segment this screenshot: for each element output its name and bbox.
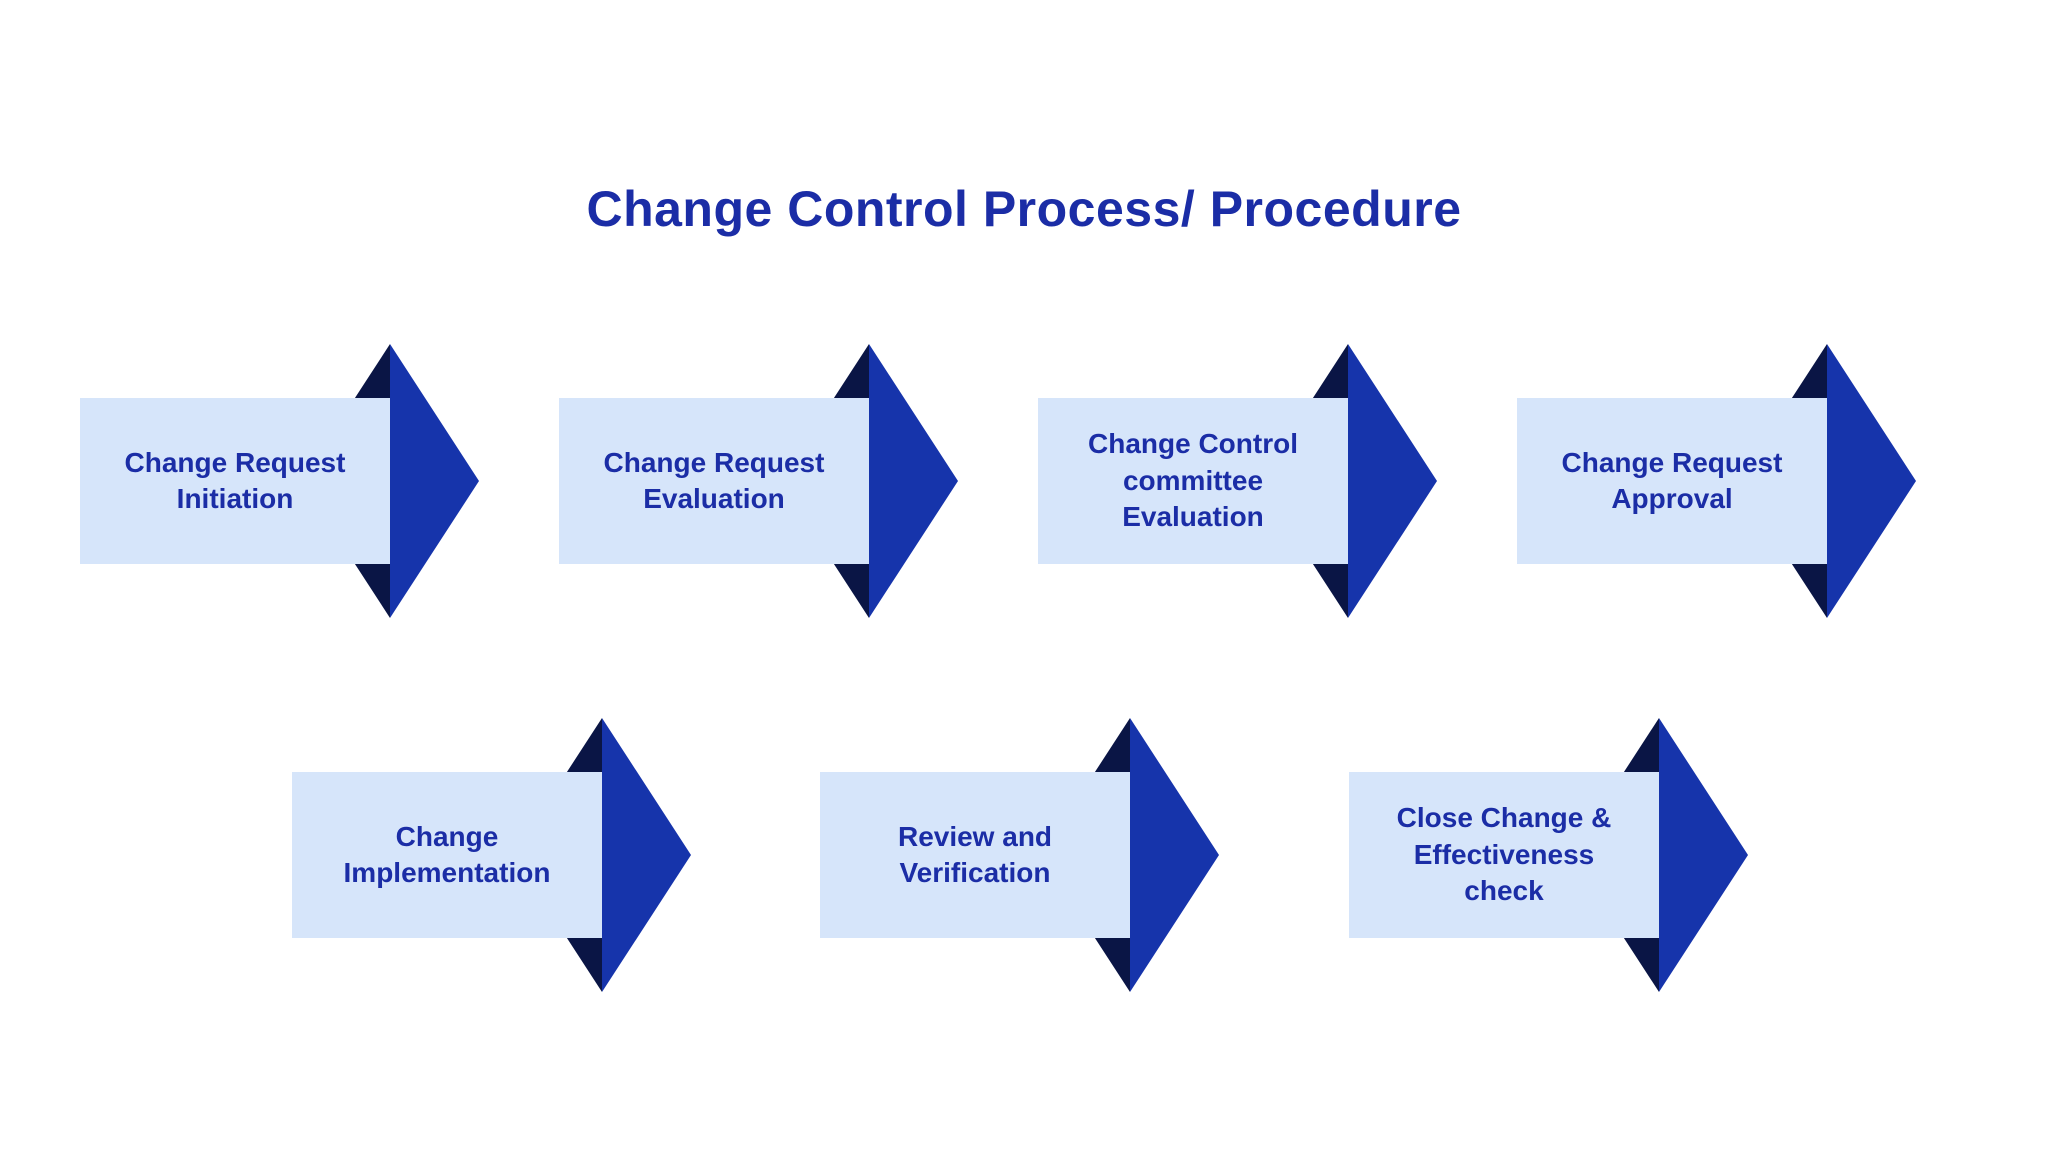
arrow-head-icon (1130, 718, 1219, 992)
arrow-head-icon (602, 718, 691, 992)
step-box: Change Request Evaluation (559, 398, 869, 564)
arrow-head-icon (869, 344, 958, 618)
step-box: Change Request Approval (1517, 398, 1827, 564)
step-label: Change Request Evaluation (603, 446, 825, 514)
process-step: Change Control committee Evaluation (1038, 344, 1437, 618)
step-label: Close Change & Effectiveness check (1396, 802, 1612, 907)
process-step: Change Request Initiation (80, 344, 479, 618)
step-box: Change Control committee Evaluation (1038, 398, 1348, 564)
step-label: Change Request Initiation (124, 446, 346, 514)
step-box: Change Implementation (292, 772, 602, 938)
diagram-title: Change Control Process/ Procedure (586, 181, 1462, 237)
process-step: Change Request Approval (1517, 344, 1916, 618)
arrow-head-icon (1827, 344, 1916, 618)
step-label: Change Control committee Evaluation (1088, 428, 1298, 533)
step-label: Change Request Approval (1561, 446, 1783, 514)
step-box: Close Change & Effectiveness check (1349, 772, 1659, 938)
process-step: Change Implementation (292, 718, 691, 992)
process-step: Review and Verification (820, 718, 1219, 992)
arrow-head-icon (390, 344, 479, 618)
step-label: Review and Verification (897, 820, 1053, 888)
process-step: Change Request Evaluation (559, 344, 958, 618)
process-step: Close Change & Effectiveness check (1349, 718, 1748, 992)
step-box: Review and Verification (820, 772, 1130, 938)
step-label: Change Implementation (343, 820, 551, 888)
step-box: Change Request Initiation (80, 398, 390, 564)
arrow-head-icon (1348, 344, 1437, 618)
arrow-head-icon (1659, 718, 1748, 992)
